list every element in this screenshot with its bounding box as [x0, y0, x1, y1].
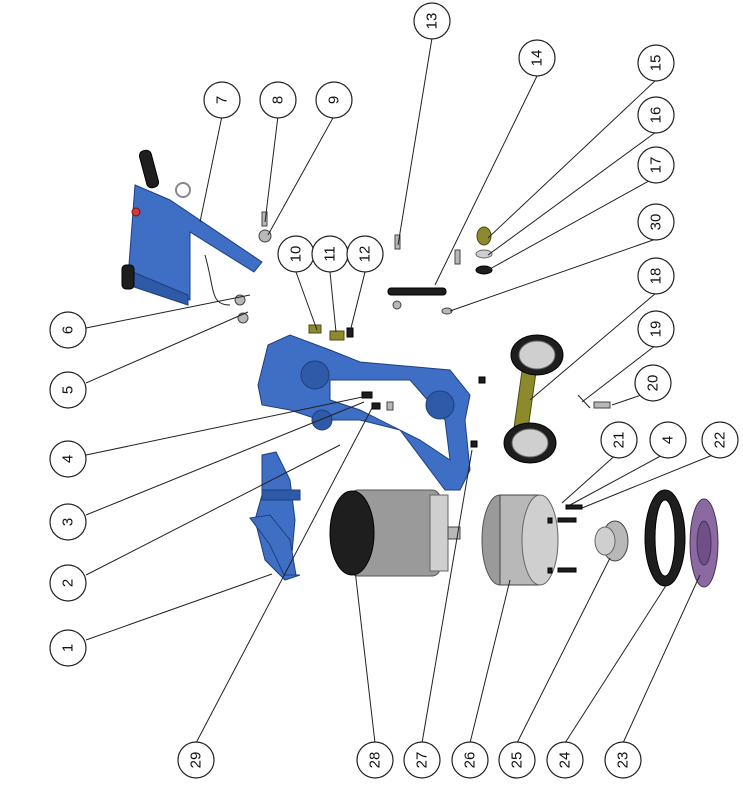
- callout-17: 17: [637, 146, 675, 184]
- callout-13: 13: [413, 2, 451, 40]
- callout-27: 27: [403, 741, 441, 779]
- callout-label: 25: [509, 752, 526, 769]
- callout-label: 5: [60, 386, 77, 394]
- leader-lines: [85, 37, 721, 744]
- callout-label: 23: [615, 752, 632, 769]
- callout-5: 5: [49, 371, 87, 409]
- callout-30: 30: [637, 203, 675, 241]
- callout-label: 16: [648, 107, 665, 124]
- callout-18: 18: [637, 257, 675, 295]
- callout-label: 7: [214, 96, 231, 104]
- callout-label: 24: [557, 752, 574, 769]
- clutch-hub: [594, 520, 629, 562]
- housing-ring: [481, 494, 559, 586]
- callout-label: 3: [60, 518, 77, 526]
- callout-label: 19: [648, 321, 665, 338]
- callout-20: 20: [634, 364, 672, 402]
- bolts-set: [547, 504, 583, 574]
- callout-21: 21: [600, 421, 638, 459]
- callout-9: 9: [315, 81, 353, 119]
- axle-rod: [387, 287, 447, 296]
- callout-label: 1: [60, 644, 77, 652]
- callout-label: 13: [424, 13, 441, 30]
- rubber-ring: [644, 489, 686, 587]
- callout-label: 11: [322, 246, 339, 262]
- callout-label: 29: [188, 752, 205, 769]
- callout-10: 10: [277, 235, 315, 273]
- callout-12: 12: [346, 235, 384, 273]
- callout-label: 21: [611, 432, 628, 449]
- callout-1: 1: [49, 629, 87, 667]
- callout-label: 18: [648, 268, 665, 285]
- callout-22: 22: [701, 421, 739, 459]
- main-frame: [257, 334, 486, 491]
- grinding-disc: [689, 498, 719, 588]
- callout-29: 29: [177, 741, 215, 779]
- callout-label: 4: [60, 455, 77, 463]
- callout-label: 4: [660, 436, 677, 444]
- callout-label: 2: [60, 579, 77, 587]
- callout-label: 10: [288, 246, 305, 263]
- handle-assembly: [121, 149, 263, 324]
- callout-2: 2: [49, 564, 87, 602]
- callout-label: 14: [529, 50, 546, 67]
- callout-8: 8: [259, 81, 297, 119]
- callout-label: 27: [414, 752, 431, 769]
- callout-15: 15: [637, 44, 675, 82]
- callout-label: 17: [648, 157, 665, 174]
- callout-16: 16: [637, 96, 675, 134]
- callout-label: 28: [367, 752, 384, 769]
- callout-11: 11: [311, 235, 349, 273]
- callout-28: 28: [356, 741, 394, 779]
- motor: [329, 489, 461, 577]
- callout-3: 3: [49, 503, 87, 541]
- callout-7: 7: [203, 81, 241, 119]
- callout-label: 8: [270, 96, 287, 104]
- callout-label: 20: [645, 375, 662, 392]
- callout-label: 12: [357, 246, 374, 263]
- callout-label: 6: [60, 326, 77, 334]
- callout-23: 23: [604, 741, 642, 779]
- callout-label: 30: [648, 214, 665, 231]
- callout-19: 19: [637, 310, 675, 348]
- wheel-axle-assembly: [503, 334, 611, 464]
- callout-24: 24: [546, 741, 584, 779]
- callout-4b: 4: [649, 421, 687, 459]
- callout-4: 4: [49, 440, 87, 478]
- callout-14: 14: [518, 39, 556, 77]
- callout-label: 26: [462, 752, 479, 769]
- callout-label: 9: [326, 96, 343, 104]
- callout-label: 15: [648, 55, 665, 72]
- callout-label: 22: [712, 432, 729, 449]
- callout-25: 25: [498, 741, 536, 779]
- callout-6: 6: [49, 311, 87, 349]
- small-fasteners: [258, 211, 493, 341]
- callout-26: 26: [451, 741, 489, 779]
- support-brackets: [249, 451, 301, 581]
